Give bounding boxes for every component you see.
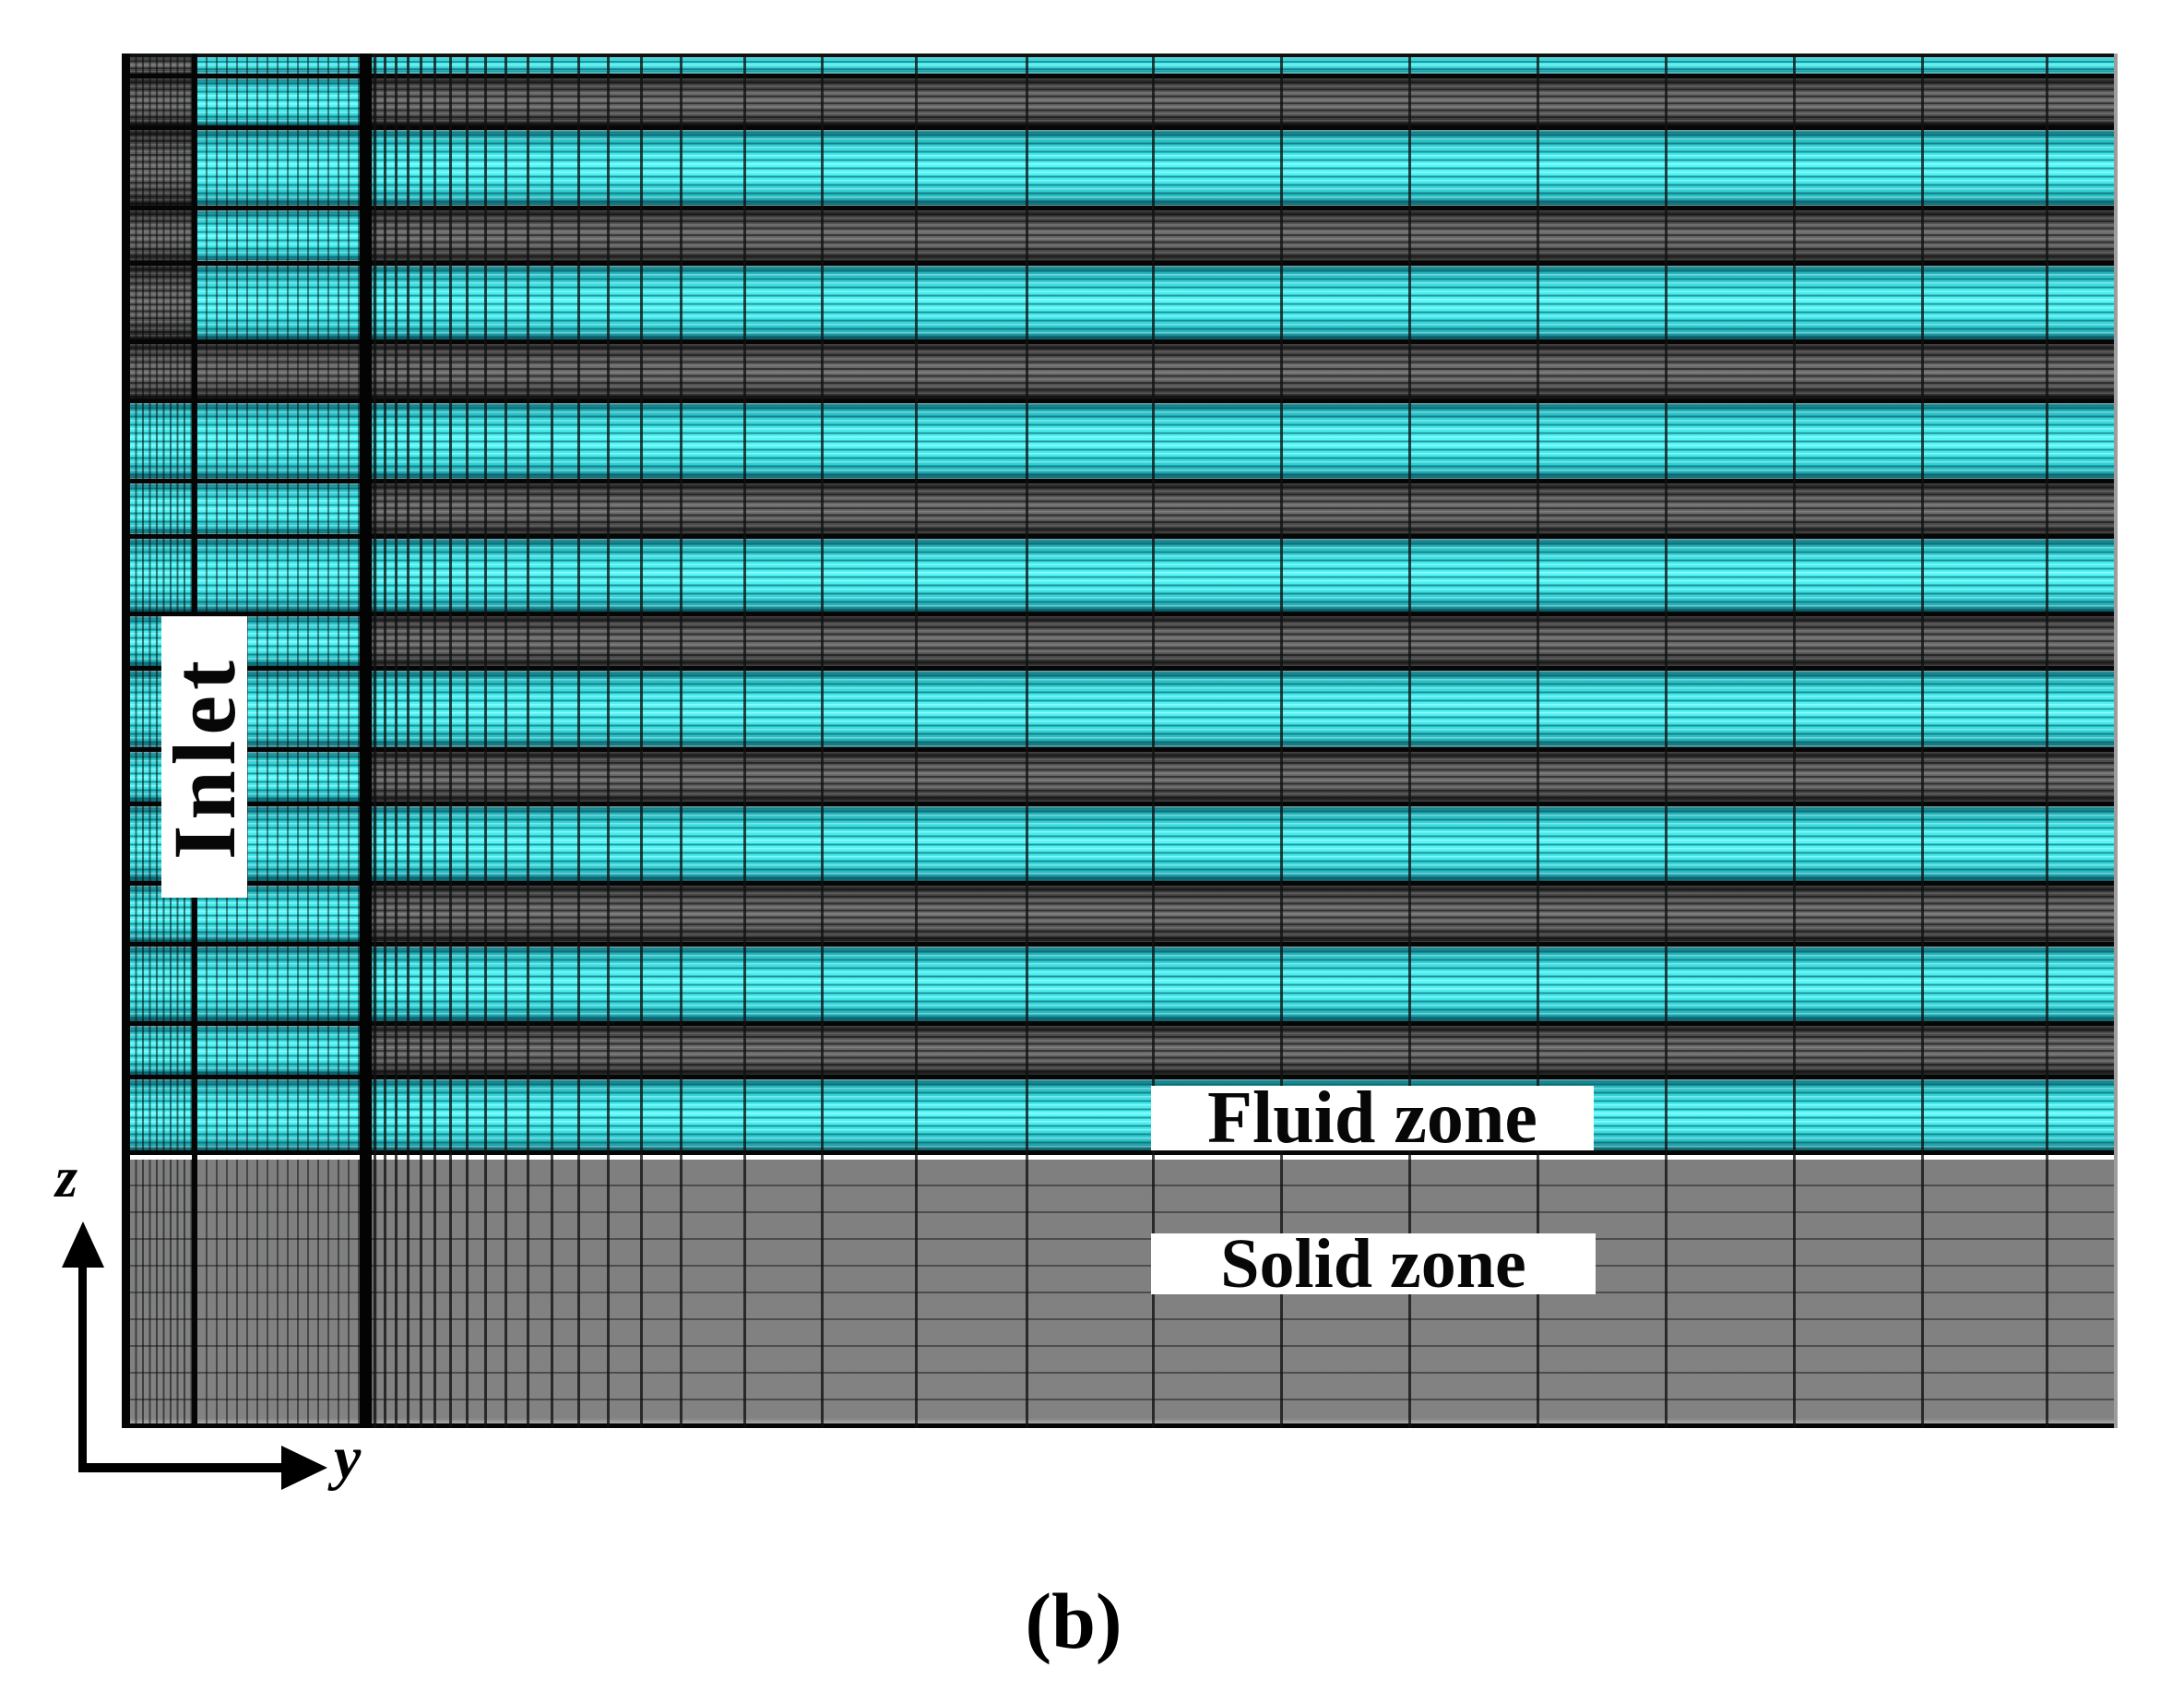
- mesh-cell: [130, 130, 192, 210]
- mesh-cell: [372, 57, 2118, 78]
- grid-line: [504, 54, 507, 1428]
- grid-line: [640, 54, 643, 1428]
- mesh-cell: [372, 210, 2118, 266]
- mesh-cell: [372, 752, 2118, 806]
- mesh-cell: [130, 1079, 192, 1155]
- mesh-grid: [122, 54, 2118, 1428]
- mesh-cell: [197, 266, 360, 344]
- mesh-cell: [372, 403, 2118, 483]
- mesh-cell: [372, 886, 2118, 947]
- subfigure-caption: (b): [1025, 1577, 1122, 1665]
- grid-line: [1152, 54, 1155, 1428]
- mesh-cell: [130, 539, 192, 616]
- mesh-cell: [197, 539, 360, 616]
- solid-zone-label: Solid zone: [1220, 1225, 1526, 1303]
- grid-line: [484, 54, 487, 1428]
- mesh-cell: [130, 1026, 192, 1079]
- solid-zone-label-box: Solid zone: [1151, 1229, 1596, 1299]
- z-axis-arrowhead-icon: [62, 1221, 104, 1268]
- y-axis-label: y: [334, 1424, 362, 1492]
- grid-line: [577, 54, 580, 1428]
- mesh-cell: [130, 483, 192, 539]
- mesh-cell: [372, 671, 2118, 752]
- mesh-cell: [197, 947, 360, 1026]
- mesh-cell: [372, 266, 2118, 344]
- mesh-cell: [197, 130, 360, 210]
- grid-line: [1408, 54, 1411, 1428]
- grid-line: [374, 54, 376, 1428]
- mesh-cell: [372, 616, 2118, 671]
- mesh-cell: [197, 403, 360, 483]
- inlet-label-box: Inlet: [154, 616, 254, 898]
- mesh-cell: [130, 57, 192, 78]
- mesh-cell: [130, 403, 192, 483]
- grid-line: [433, 54, 436, 1428]
- mesh-cell: [130, 344, 192, 403]
- grid-line: [915, 54, 918, 1428]
- grid-line: [527, 54, 529, 1428]
- inlet-label: Inlet: [154, 654, 254, 860]
- grid-line: [821, 54, 824, 1428]
- mesh-cell: [130, 1160, 192, 1428]
- mesh-cell: [372, 806, 2118, 886]
- y-axis-arrowhead-icon: [281, 1446, 327, 1490]
- grid-line: [680, 54, 682, 1428]
- grid-line: [395, 54, 398, 1428]
- mesh-cell: [130, 947, 192, 1026]
- fluid-zone-label-box: Fluid zone: [1151, 1081, 1594, 1155]
- grid-line: [1793, 54, 1796, 1428]
- mesh-cell: [372, 130, 2118, 210]
- grid-line: [1665, 54, 1668, 1428]
- mesh-cell: [197, 57, 360, 78]
- mesh-cell: [130, 266, 192, 344]
- mesh-divider-line: [2114, 54, 2118, 1428]
- grid-line: [1921, 54, 1924, 1428]
- grid-line: [407, 54, 410, 1428]
- mesh-cell: [197, 210, 360, 266]
- mesh-cell: [197, 1079, 360, 1155]
- mesh-cell: [197, 483, 360, 539]
- grid-line: [1026, 54, 1028, 1428]
- mesh-cell: [372, 947, 2118, 1026]
- y-axis-line: [78, 1463, 283, 1472]
- fluid-zone-label: Fluid zone: [1207, 1078, 1537, 1159]
- mesh-divider-line: [122, 54, 130, 1428]
- z-axis-line: [78, 1244, 87, 1472]
- mesh-cell: [372, 539, 2118, 616]
- grid-line: [551, 54, 553, 1428]
- mesh-cell: [130, 78, 192, 130]
- grid-line: [1537, 54, 1539, 1428]
- grid-line: [420, 54, 422, 1428]
- mesh-cell: [372, 1026, 2118, 1079]
- grid-line: [743, 54, 746, 1428]
- mesh-divider-line: [360, 54, 372, 1428]
- grid-line: [607, 54, 610, 1428]
- mesh-cell: [130, 210, 192, 266]
- mesh-cell: [197, 344, 360, 403]
- grid-line: [1280, 54, 1283, 1428]
- z-axis-label: z: [55, 1147, 78, 1209]
- grid-line: [2046, 54, 2048, 1428]
- grid-line: [384, 54, 386, 1428]
- mesh-top-border: [122, 54, 2118, 57]
- mesh-cell: [372, 344, 2118, 403]
- mesh-cell: [372, 78, 2118, 130]
- grid-line: [449, 54, 452, 1428]
- mesh-cell: [197, 78, 360, 130]
- mesh-cell: [197, 1026, 360, 1079]
- mesh-cell: [372, 483, 2118, 539]
- mesh-cell: [197, 1160, 360, 1428]
- grid-line: [466, 54, 469, 1428]
